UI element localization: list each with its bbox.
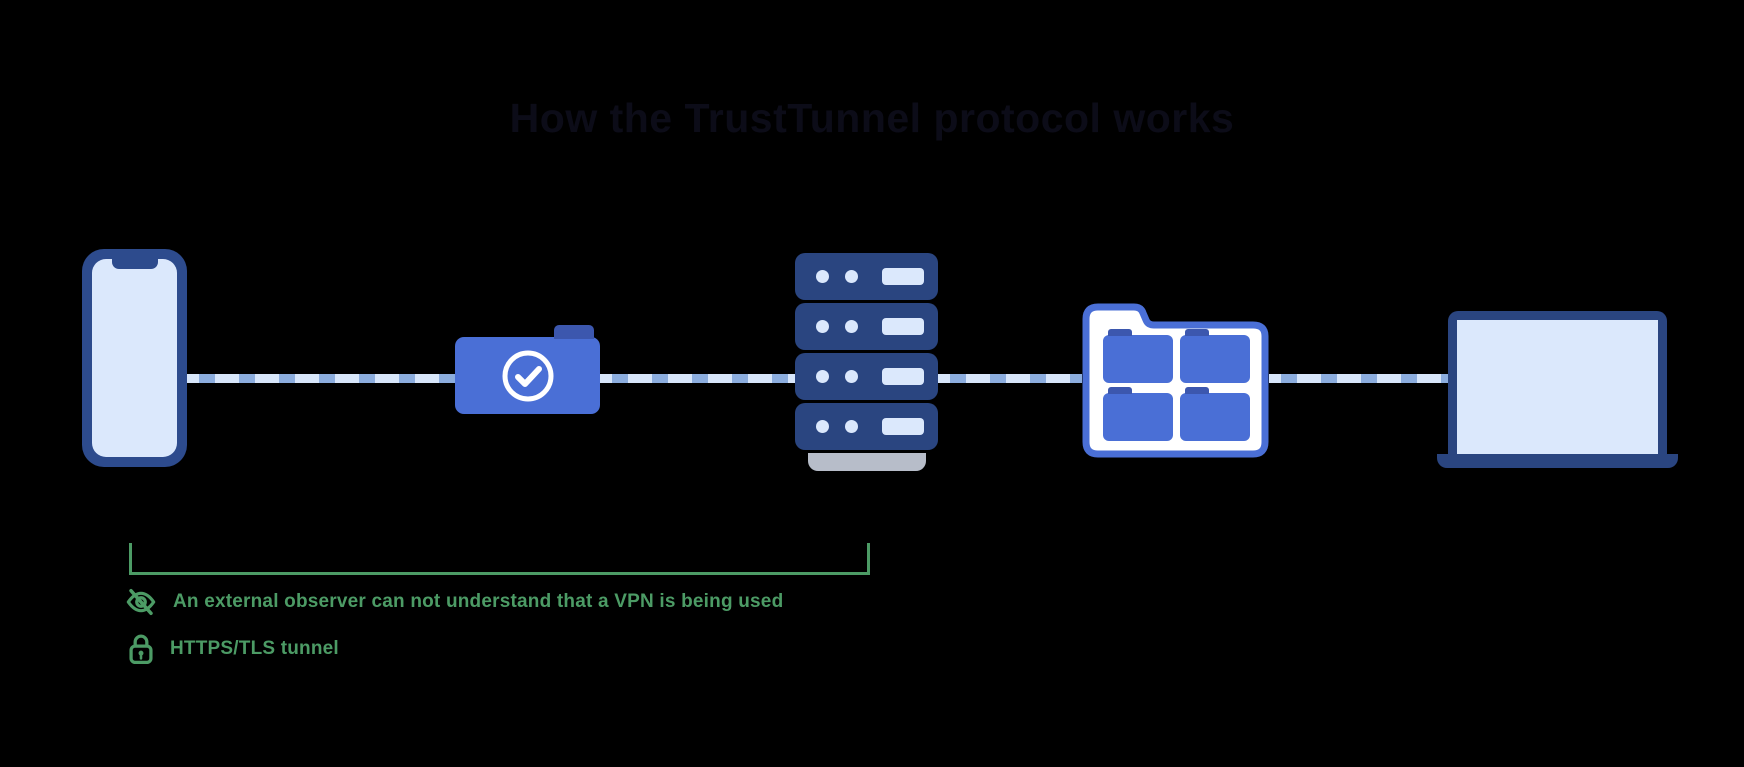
folder-icon <box>1180 387 1250 441</box>
server-unit <box>795 353 938 400</box>
tunnel-dashed-line <box>1269 374 1448 383</box>
phone-screen <box>92 259 177 457</box>
folder-grid-icon <box>1082 303 1269 458</box>
tunnel-span-bracket <box>129 543 870 575</box>
folder-icon <box>1103 387 1173 441</box>
server-led <box>816 370 829 383</box>
laptop-icon <box>1448 311 1667 454</box>
folder-tab <box>554 325 594 339</box>
server-base <box>807 453 926 471</box>
folder-icon <box>1103 329 1173 383</box>
server-led <box>816 420 829 433</box>
server-unit <box>795 403 938 450</box>
server-led <box>845 320 858 333</box>
phone-notch <box>111 259 158 269</box>
server-led <box>845 270 858 283</box>
lock-icon <box>129 634 153 665</box>
server-unit <box>795 253 938 300</box>
laptop-base <box>1437 454 1678 468</box>
annotation-observer-text: An external observer can not understand … <box>173 591 784 612</box>
server-drive-slot <box>882 368 924 385</box>
server-led <box>845 420 858 433</box>
eye-off-icon <box>126 588 156 616</box>
server-unit <box>795 303 938 350</box>
tunnel-dashed-line <box>187 374 455 383</box>
diagram-title: How the TrustTunnel protocol works <box>509 95 1235 141</box>
annotation-tunnel-text: HTTPS/TLS tunnel <box>170 638 339 659</box>
folder-icon <box>1180 329 1250 383</box>
server-drive-slot <box>882 268 924 285</box>
smartphone-icon <box>82 249 187 467</box>
server-led <box>816 320 829 333</box>
annotation-tunnel: HTTPS/TLS tunnel <box>127 632 339 666</box>
server-stack-icon <box>795 253 938 471</box>
server-led <box>816 270 829 283</box>
server-drive-slot <box>882 418 924 435</box>
laptop-display <box>1457 320 1658 454</box>
server-led <box>845 370 858 383</box>
tunnel-dashed-line <box>600 374 795 383</box>
folder-check-icon <box>455 325 600 414</box>
server-drive-slot <box>882 318 924 335</box>
annotation-observer: An external observer can not understand … <box>124 586 783 618</box>
checkmark-icon <box>502 350 553 401</box>
tunnel-dashed-line <box>938 374 1082 383</box>
